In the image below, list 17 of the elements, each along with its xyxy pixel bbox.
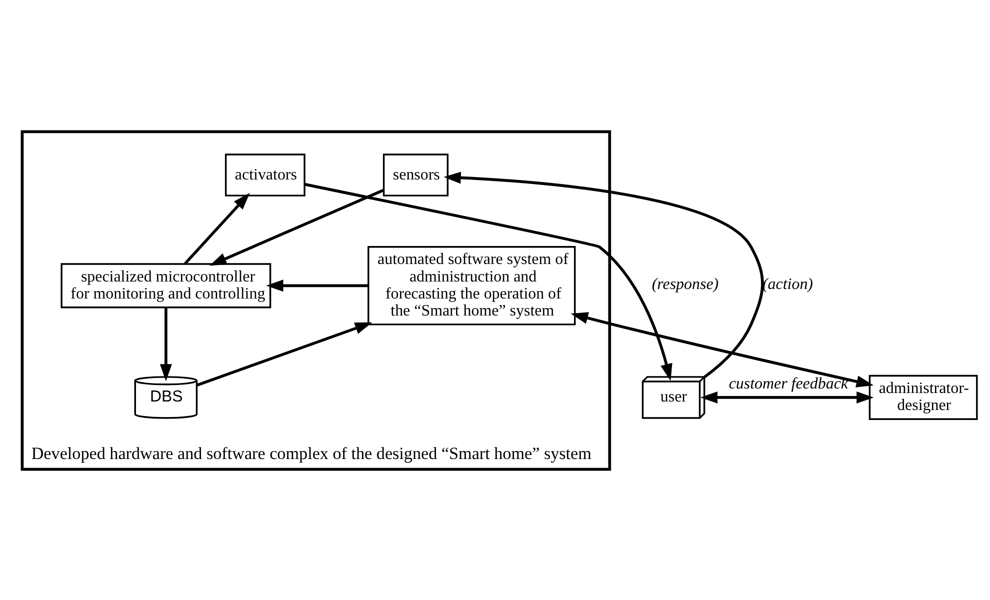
node-box: activators (224, 153, 306, 196)
arrow (266, 279, 368, 292)
arrow (184, 192, 250, 264)
arrow (700, 390, 874, 403)
arrow (209, 188, 384, 266)
arrow (304, 182, 672, 381)
node-box: administrator-designer (868, 374, 978, 420)
arrow (160, 306, 172, 381)
arrow (196, 322, 372, 386)
arrow (444, 171, 764, 378)
edge-label: (action) (762, 275, 813, 292)
node-box: sensors (382, 153, 449, 196)
edge-label: (response) (652, 275, 719, 292)
node-box: automated software system of administruction and forecasting the operation of the “Smart home” system (368, 246, 576, 325)
node-box: specialized microcontroller for monitoring and controlling (60, 262, 272, 308)
edge-label: customer feedback (728, 375, 848, 392)
arrow (570, 312, 874, 387)
